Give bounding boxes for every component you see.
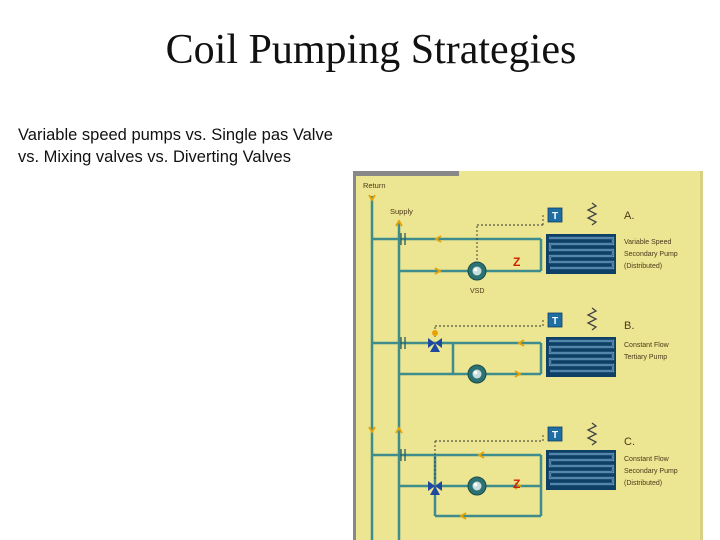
body-line-2: vs. Mixing valves vs. Diverting Valves: [18, 148, 291, 166]
thermostat-b: [547, 312, 563, 328]
vsd-label: VSD: [470, 288, 484, 295]
return-main: Return: [363, 181, 386, 540]
thermostat-a: [547, 207, 563, 223]
supply-label: Supply: [390, 207, 413, 216]
section-a-circuit: VSD Z A. Variable Speed Secondary Pump (…: [372, 202, 678, 295]
coil-pumping-diagram: T Return Supply: [353, 171, 703, 540]
coil-a: [544, 232, 618, 276]
section-a-line-3: (Distributed): [624, 263, 662, 270]
section-b-circuit: B. Constant Flow Tertiary Pump: [372, 307, 670, 384]
pump-a: [467, 261, 487, 281]
check-valve-a: Z: [513, 255, 520, 269]
pump-c: [467, 476, 487, 496]
section-c-letter: C.: [624, 436, 635, 448]
slide-title: Coil Pumping Strategies: [165, 27, 577, 73]
section-b-line-1: Constant Flow: [624, 342, 670, 349]
coil-c: [544, 448, 618, 492]
section-a-line-2: Secondary Pump: [624, 251, 678, 258]
coil-b: [544, 335, 618, 379]
return-label: Return: [363, 181, 386, 190]
diagram-top-frame: [353, 171, 459, 176]
thermostat-c: [547, 426, 563, 442]
diagram-background: [353, 171, 703, 540]
section-c-line-3: (Distributed): [624, 480, 662, 487]
slide-body-text: Variable speed pumps vs. Single pas Valv…: [18, 124, 378, 168]
section-c-line-1: Constant Flow: [624, 456, 670, 463]
body-line-1: Variable speed pumps vs. Single pas Valv…: [18, 126, 333, 144]
section-c-circuit: Z C. Constant Flow Secondary Pump (Distr…: [372, 422, 678, 520]
check-valve-c: Z: [513, 477, 520, 491]
diagram-right-frame: [700, 171, 703, 540]
pump-b: [467, 364, 487, 384]
diagram-left-frame: [353, 171, 356, 540]
section-b-line-2: Tertiary Pump: [624, 354, 667, 361]
section-a-letter: A.: [624, 210, 634, 222]
section-b-letter: B.: [624, 320, 634, 332]
section-c-line-2: Secondary Pump: [624, 468, 678, 475]
section-a-line-1: Variable Speed: [624, 239, 671, 246]
